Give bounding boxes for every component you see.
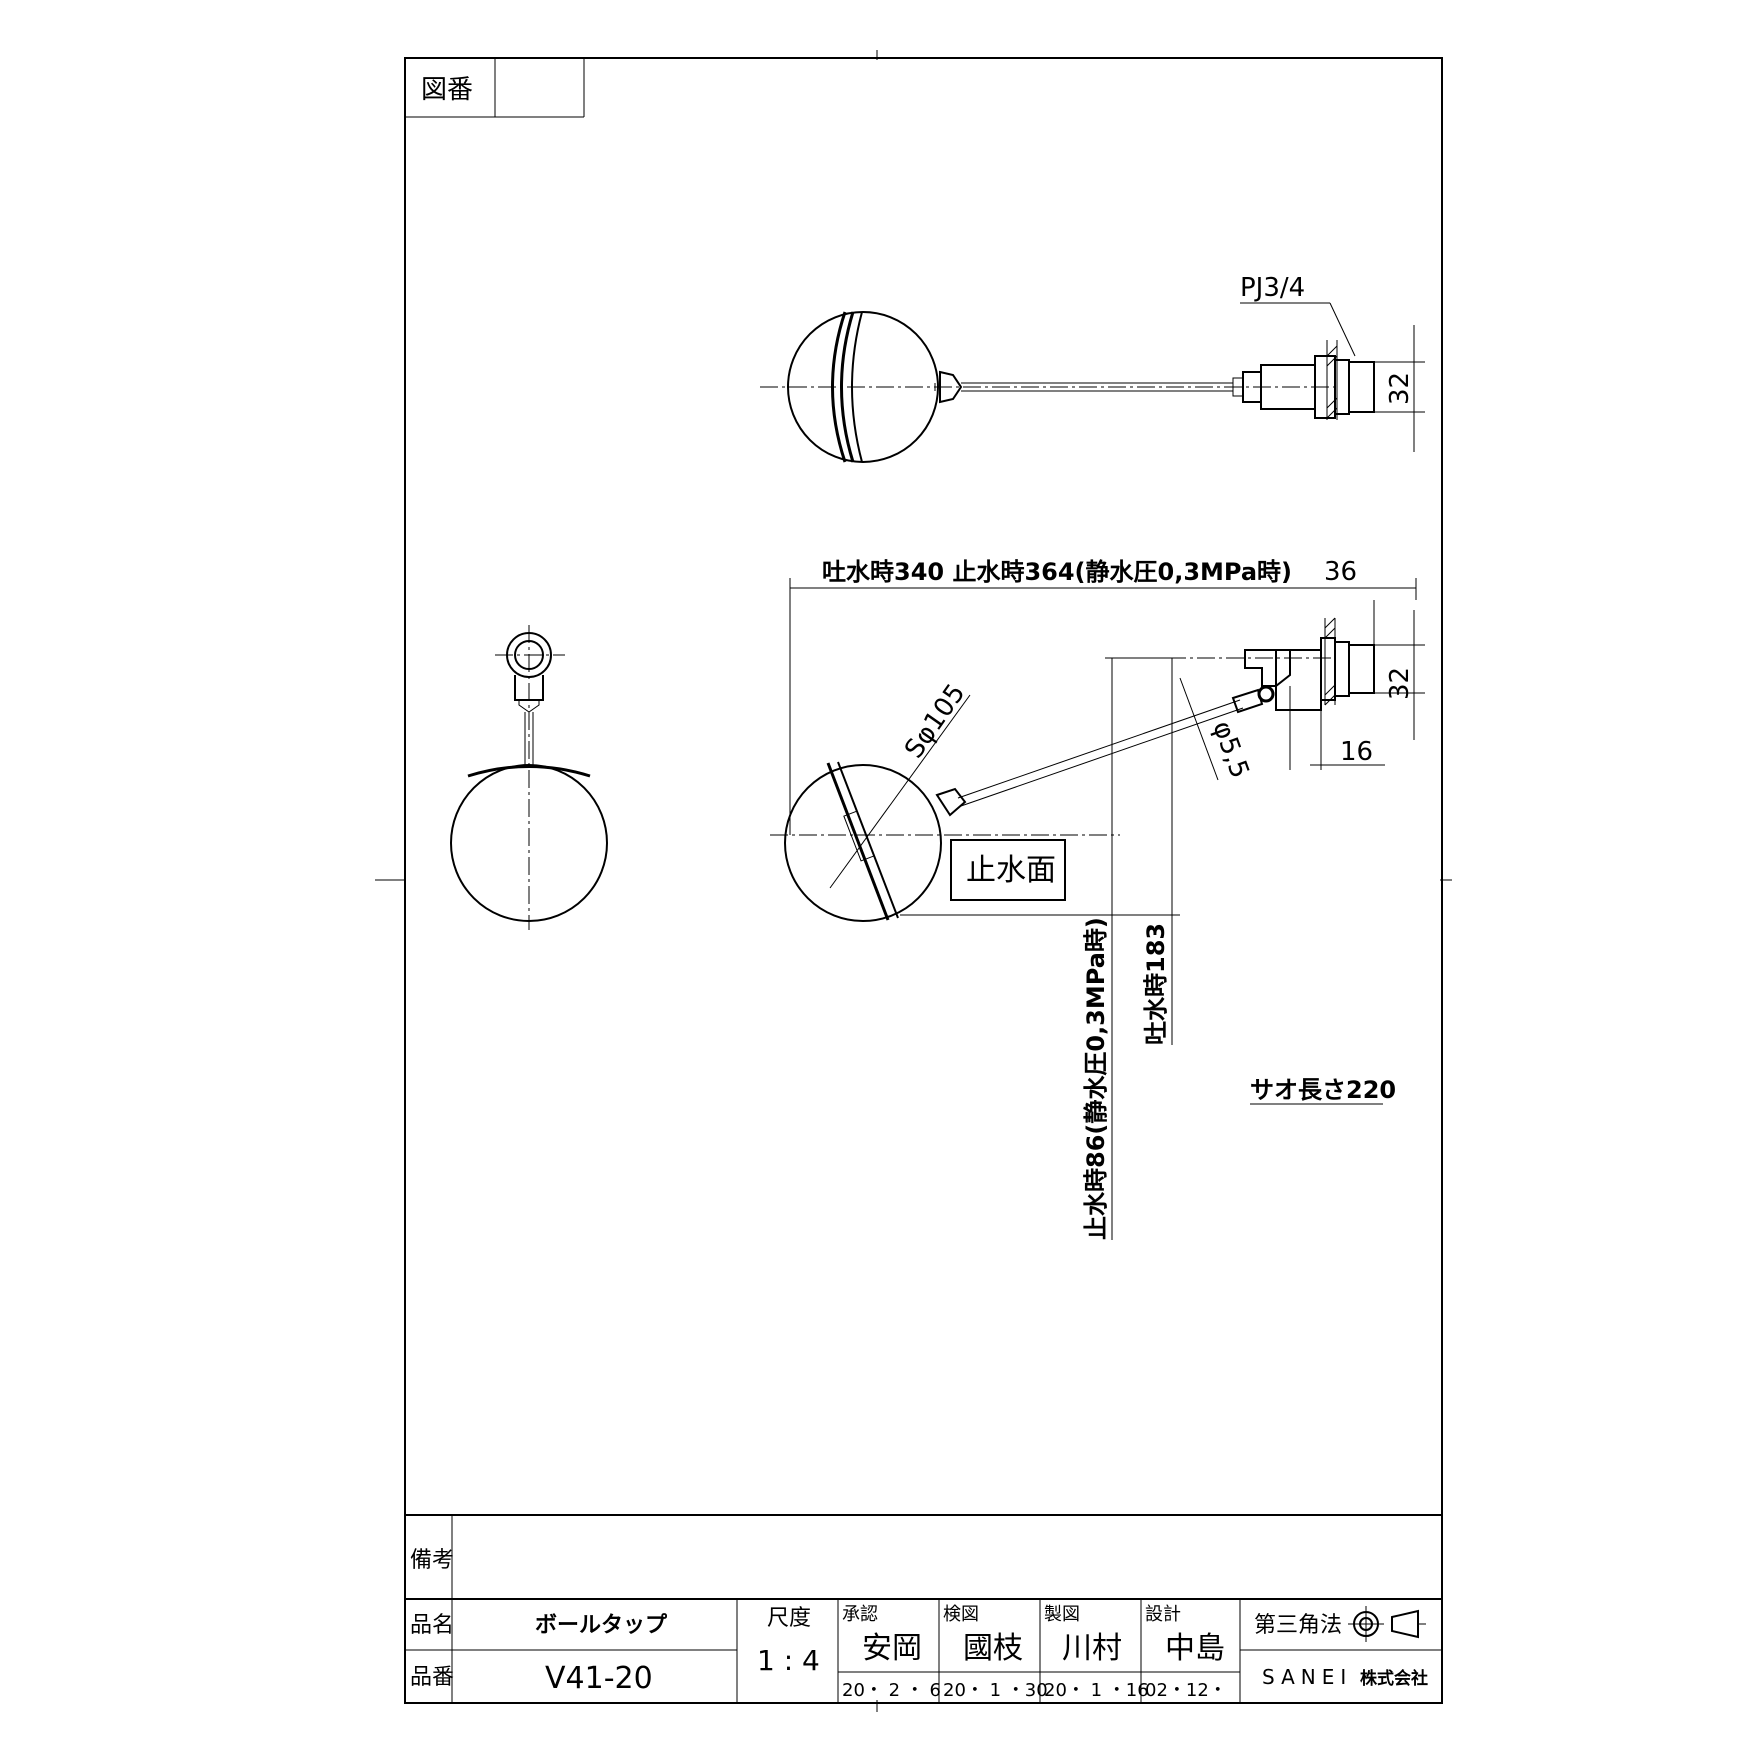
top-view: PJ3/4 32 xyxy=(760,273,1425,463)
company-name: SANEI xyxy=(1262,1665,1352,1689)
projection-label: 第三角法 xyxy=(1254,1613,1342,1638)
design-name: 中島 xyxy=(1165,1631,1225,1666)
approved-name: 安岡 xyxy=(862,1631,922,1666)
product-name-label: 品名 xyxy=(410,1613,454,1638)
checked-name: 國枝 xyxy=(963,1631,1023,1666)
checked-date: 20・ 1 ・30 xyxy=(943,1680,1048,1701)
drawn-date: 20・ 1 ・16 xyxy=(1044,1680,1149,1701)
thread-dimension: PJ3/4 xyxy=(1240,273,1305,303)
end-view xyxy=(450,625,608,930)
drop-stop-dimension: 止水時86(静水圧0,3MPa時) xyxy=(1082,917,1110,1240)
title-block: 備考 品名 ボールタップ 品番 V41-20 尺度 1 : 4 承認 安岡 20… xyxy=(405,1514,1442,1703)
design-date: 02・12・ xyxy=(1145,1680,1227,1701)
company-suffix: 株式会社 xyxy=(1360,1668,1428,1689)
side-view-ball xyxy=(784,764,942,922)
side-view: 吐水時340 止水時364(静水圧0,3MPa時) 36 32 16 Sφ105… xyxy=(770,557,1425,1240)
design-label: 設計 xyxy=(1145,1604,1181,1625)
checked-label: 検図 xyxy=(943,1604,979,1625)
stop-level-box xyxy=(950,839,1066,901)
length-dimension: 吐水時340 止水時364(静水圧0,3MPa時) xyxy=(822,558,1292,586)
product-number-label: 品番 xyxy=(410,1665,454,1690)
top-flange-dimension: 32 xyxy=(1385,372,1415,405)
rod-diameter-dimension: φ5,5 xyxy=(1206,717,1254,782)
ball-diameter-dimension: Sφ105 xyxy=(899,679,971,764)
drawn-name: 川村 xyxy=(1062,1631,1122,1666)
drawn-label: 製図 xyxy=(1044,1604,1080,1625)
remarks-label: 備考 xyxy=(410,1548,454,1573)
drawing-number-label: 図番 xyxy=(421,75,473,105)
stop-level-label: 止水面 xyxy=(966,853,1056,888)
offset-dimension: 16 xyxy=(1340,737,1373,767)
third-angle-projection-icon xyxy=(1348,1606,1426,1642)
approved-date: 20・ 2 ・ 6 xyxy=(842,1680,941,1701)
product-name: ボールタップ xyxy=(535,1613,668,1638)
product-number: V41-20 xyxy=(545,1661,653,1696)
drop-discharge-dimension: 吐水時183 xyxy=(1142,923,1170,1045)
rod-length-note: サオ長さ220 xyxy=(1250,1076,1396,1104)
drawing-number-box: 図番 xyxy=(405,58,585,118)
nut-width-dimension: 36 xyxy=(1324,557,1357,587)
scale-value: 1 : 4 xyxy=(757,1644,820,1677)
side-flange-dimension: 32 xyxy=(1385,667,1415,700)
drawing-frame xyxy=(404,57,1443,1704)
scale-label: 尺度 xyxy=(767,1606,811,1631)
approved-label: 承認 xyxy=(842,1604,878,1625)
